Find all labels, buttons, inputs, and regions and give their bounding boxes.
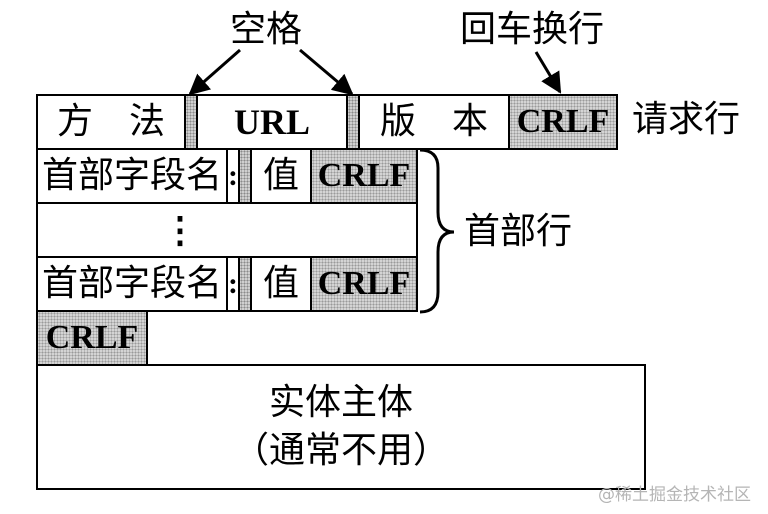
entity-body-note: （通常不用）	[232, 430, 449, 471]
ellipsis: ⋮	[162, 209, 198, 251]
space-separator	[346, 94, 360, 150]
request-line-label: 请求行	[632, 99, 741, 140]
header-ellipsis-row: ⋮	[36, 202, 418, 258]
header-field-name: 首部字段名	[36, 256, 228, 312]
watermark: @稀土掘金技术社区	[598, 485, 751, 505]
header-value: 值	[250, 148, 312, 204]
entity-body-title: 实体主体	[268, 382, 413, 423]
header-field-name: 首部字段名	[36, 148, 228, 204]
url-field: URL	[196, 94, 348, 150]
crlf-label: 回车换行	[460, 9, 605, 50]
header-brace	[419, 148, 455, 314]
crlf-arrow	[534, 51, 562, 94]
version-field: 版 本	[358, 94, 510, 150]
header-lines-label: 首部行	[464, 211, 573, 252]
method-field: 方 法	[36, 94, 186, 150]
space-arrow-right	[299, 48, 354, 96]
request-crlf: CRLF	[508, 94, 618, 150]
space-arrow-left	[188, 48, 241, 96]
entity-body: 实体主体 （通常不用）	[36, 364, 646, 490]
space-label: 空格	[230, 9, 303, 50]
blank-line-crlf: CRLF	[36, 310, 148, 366]
header-value: 值	[250, 256, 312, 312]
header-crlf: CRLF	[310, 148, 418, 204]
header-crlf: CRLF	[310, 256, 418, 312]
